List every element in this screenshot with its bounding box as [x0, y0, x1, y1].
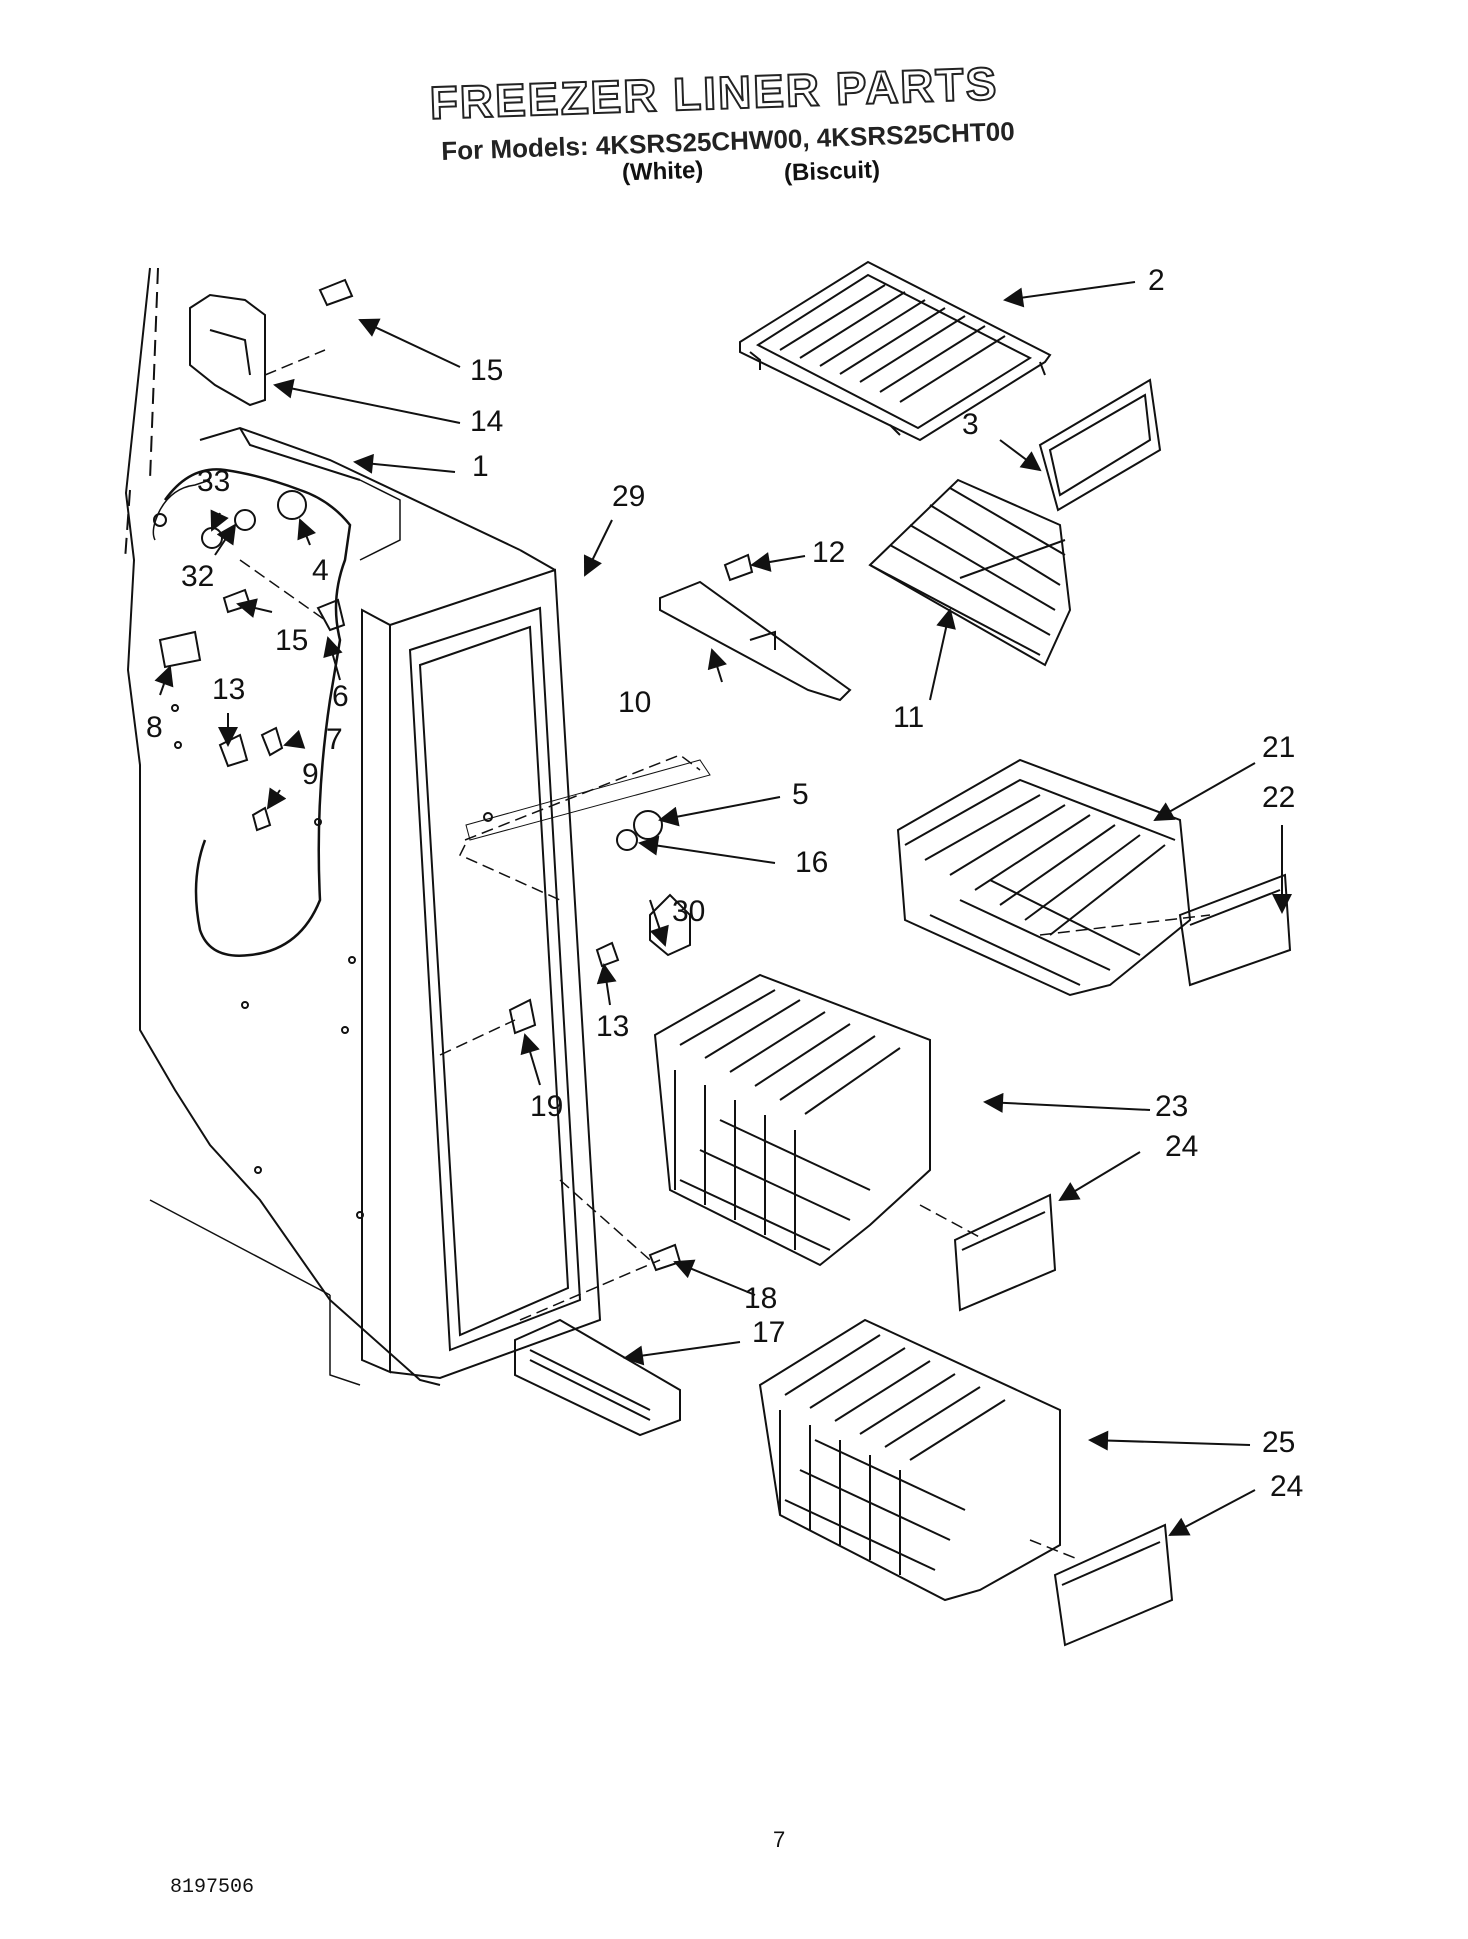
callout-9: 9	[302, 758, 319, 791]
shelf-2	[739, 260, 1052, 442]
callout-15-mid: 15	[275, 624, 309, 657]
callout-16: 16	[795, 846, 829, 879]
callout-12: 12	[812, 536, 846, 569]
callout-19: 19	[530, 1090, 564, 1123]
callout-24-b: 24	[1270, 1470, 1304, 1503]
shelf-support-10	[659, 580, 852, 702]
mounting-guides	[239, 349, 1211, 1561]
document-number: 8197506	[170, 1876, 255, 1899]
callout-22: 22	[1262, 781, 1296, 814]
bracket-14	[189, 293, 266, 407]
basket-front-24-b	[1053, 1523, 1174, 1647]
basket-25	[758, 1318, 1061, 1602]
callout-17: 17	[752, 1316, 786, 1349]
callout-leaders	[154, 281, 1292, 1536]
basket-front-22	[1178, 873, 1292, 987]
screw-18	[648, 1243, 682, 1272]
callout-32: 32	[181, 560, 215, 593]
page-number: 7	[773, 1827, 786, 1852]
callout-7: 7	[326, 723, 343, 756]
basket-23	[653, 973, 931, 1267]
freezer-liner-body	[124, 267, 602, 1386]
basket-21	[896, 758, 1192, 997]
callout-33: 33	[197, 465, 231, 498]
callout-11: 11	[893, 701, 925, 734]
callout-25: 25	[1262, 1426, 1296, 1459]
shelf-frame-3	[1038, 378, 1162, 512]
light-parts-5-16-30	[465, 759, 711, 968]
callout-5: 5	[792, 778, 809, 811]
screw-15-top	[318, 278, 354, 307]
callout-23: 23	[1155, 1090, 1189, 1123]
callout-1: 1	[472, 450, 489, 483]
callout-18: 18	[744, 1282, 778, 1315]
callout-29: 29	[612, 480, 646, 513]
callout-15-top: 15	[470, 354, 504, 387]
callout-13-right: 13	[596, 1010, 630, 1043]
callout-13-left: 13	[212, 673, 246, 706]
callout-30: 30	[672, 895, 706, 928]
air-diffuser-17	[514, 1318, 681, 1437]
callout-14: 14	[470, 405, 504, 438]
callout-10: 10	[618, 686, 652, 719]
callout-2: 2	[1148, 264, 1165, 297]
callout-3: 3	[962, 408, 979, 441]
switch-19	[508, 998, 537, 1035]
callout-4: 4	[312, 554, 329, 587]
callout-8: 8	[146, 711, 163, 744]
callout-6: 6	[332, 680, 349, 713]
shelf-11	[868, 478, 1072, 667]
callout-21: 21	[1262, 731, 1296, 764]
basket-front-24-a	[953, 1193, 1057, 1312]
callout-24-a: 24	[1165, 1130, 1199, 1163]
screw-12	[723, 553, 754, 582]
